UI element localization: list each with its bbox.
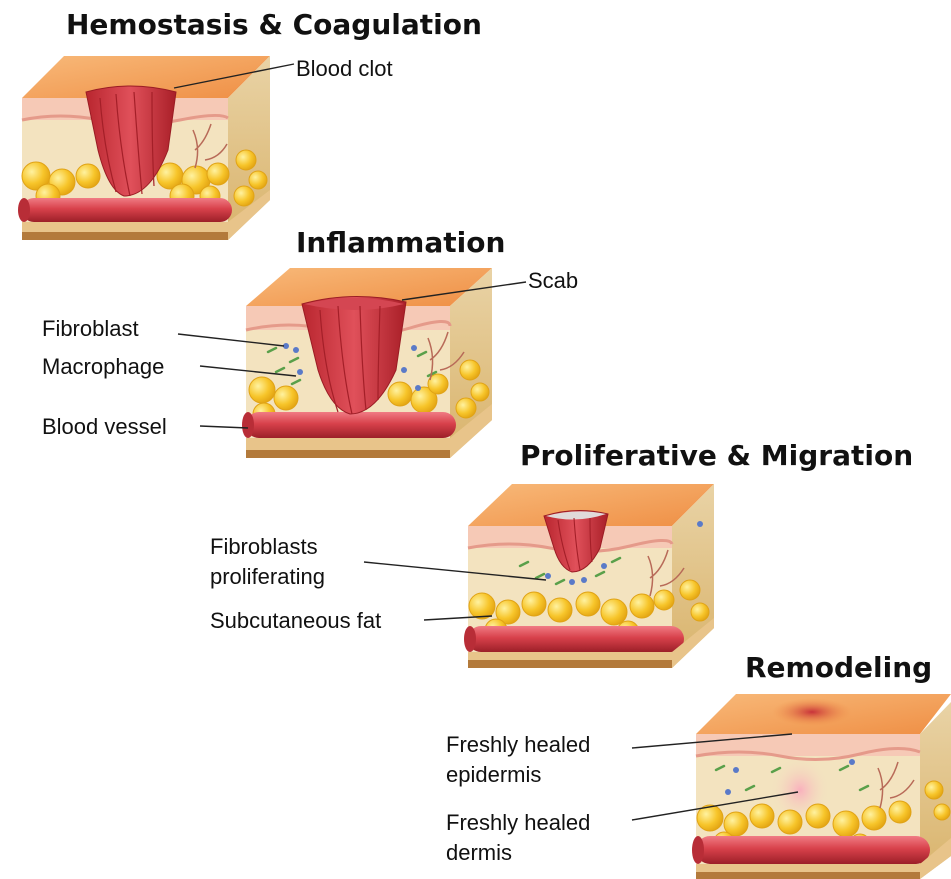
label-epidermis-line1: Freshly healed (446, 732, 590, 757)
label-blood-clot: Blood clot (296, 56, 393, 81)
stage-title-hemostasis: Hemostasis & Coagulation (66, 8, 482, 41)
stage-title-remodeling: Remodeling (745, 651, 932, 684)
leader-blood-vessel (200, 426, 248, 428)
label-dermis-line1: Freshly healed (446, 810, 590, 835)
stage-title-inflammation: Inflammation (296, 226, 505, 259)
skin-block-remodeling (692, 694, 951, 879)
label-fibroblasts-line2: proliferating (210, 564, 325, 589)
stage-inflammation: Inflammation (42, 226, 578, 458)
label-macrophage: Macrophage (42, 354, 164, 379)
label-blood-vessel: Blood vessel (42, 414, 167, 439)
stage-remodeling: Remodeling (446, 651, 951, 879)
label-scab: Scab (528, 268, 578, 293)
skin-block-hemostasis (18, 56, 270, 240)
stage-title-proliferative: Proliferative & Migration (520, 439, 913, 472)
label-fibroblast: Fibroblast (42, 316, 139, 341)
stage-proliferative: Proliferative & Migration (210, 439, 913, 668)
stage-hemostasis: Hemostasis & Coagulation Blood clot (18, 8, 482, 240)
label-fibroblasts-line1: Fibroblasts (210, 534, 318, 559)
label-dermis-line2: dermis (446, 840, 512, 865)
skin-block-inflammation (242, 268, 492, 458)
label-subcutaneous-fat: Subcutaneous fat (210, 608, 381, 633)
label-epidermis-line2: epidermis (446, 762, 541, 787)
